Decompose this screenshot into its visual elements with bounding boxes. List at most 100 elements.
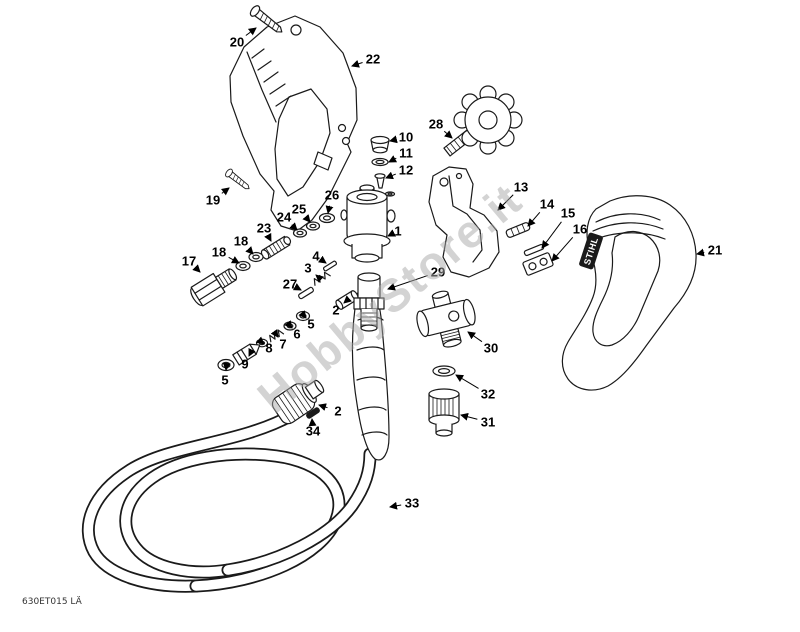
part-label-31: 31: [481, 415, 495, 430]
part-18-washer-a: [248, 251, 264, 263]
part-11-o-ring: [371, 157, 389, 167]
drawing-code: 630ET015 LÄ: [22, 596, 83, 607]
part-label-33: 33: [405, 496, 419, 511]
leader-line-8: [256, 336, 265, 345]
part-label-11: 11: [399, 146, 413, 161]
part-label-13: 13: [514, 180, 528, 195]
leader-line-22: [351, 59, 363, 68]
part-label-32: 32: [481, 387, 495, 402]
part-10-cap: [370, 135, 390, 154]
leader-line-25: [302, 214, 311, 223]
part-5-o-ring-lower: [217, 358, 235, 372]
part-23-nozzle: [260, 235, 292, 260]
part-label-12: 12: [399, 163, 413, 178]
leader-line-24: [289, 222, 298, 231]
part-27-pin: [298, 286, 314, 300]
stihl-badge: [579, 232, 603, 270]
part-20-screw: [249, 5, 283, 33]
part-label-6: 6: [293, 327, 300, 342]
leader-line-10: [389, 135, 398, 144]
part-label-15: 15: [561, 206, 575, 221]
part-label-26: 26: [325, 188, 339, 203]
leader-line-27: [292, 283, 302, 291]
leader-line-7: [270, 328, 279, 338]
part-label-7: 7: [279, 337, 286, 352]
leader-line-5: [298, 310, 307, 319]
leader-line-9: [248, 347, 256, 357]
leader-line-11: [388, 155, 398, 163]
part-16-clamp: [522, 252, 554, 276]
part-label-28: 28: [429, 117, 443, 132]
leader-line-20: [245, 27, 257, 36]
leader-line-23: [264, 232, 272, 242]
part-19-screw: [225, 168, 250, 190]
leader-line-17: [192, 264, 201, 273]
part-label-21: 21: [708, 243, 722, 258]
leader-line-13: [497, 194, 514, 211]
part-33-high-pressure-hose: [81, 408, 377, 593]
part-2-coupling-nut: [271, 379, 325, 425]
part-label-22: 22: [366, 52, 380, 67]
part-label-18: 18: [212, 245, 226, 260]
part-label-9: 9: [241, 357, 248, 372]
part-24-washer: [292, 228, 308, 238]
part-label-17: 17: [182, 254, 196, 269]
part-15-pin: [523, 243, 545, 257]
part-label-4: 4: [312, 249, 320, 264]
leader-line-32: [455, 374, 479, 389]
part-32-o-ring: [432, 365, 456, 377]
leader-line-12: [385, 171, 396, 180]
part-label-23: 23: [257, 221, 271, 236]
part-label-14: 14: [540, 197, 555, 212]
part-3-spring: [313, 271, 331, 286]
part-label-20: 20: [230, 35, 244, 50]
part-28-regulation-knob: [443, 85, 523, 157]
part-1-valve-body: [340, 184, 396, 263]
leader-line-26: [325, 205, 334, 214]
part-label-10: 10: [399, 130, 413, 145]
part-31-coupling: [428, 388, 460, 437]
leader-line-31: [460, 412, 478, 421]
part-25-washer: [305, 221, 321, 231]
leader-line-33: [389, 501, 402, 510]
part-4-pin: [322, 260, 338, 272]
part-label-2: 2: [332, 303, 339, 318]
part-14-pin: [505, 222, 531, 238]
leader-line-18: [245, 246, 254, 255]
leader-line-18: [228, 256, 240, 264]
part-label-2: 2: [334, 404, 341, 419]
part-label-27: 27: [283, 277, 297, 292]
leader-line-28: [443, 130, 453, 139]
part-label-5: 5: [221, 373, 228, 388]
leader-line-4: [317, 255, 327, 264]
leader-line-2: [318, 403, 328, 411]
leader-line-19: [220, 187, 230, 196]
part-label-18: 18: [234, 234, 248, 249]
part-label-5: 5: [307, 317, 314, 332]
part-label-19: 19: [206, 193, 220, 208]
part-label-34: 34: [306, 424, 321, 439]
part-label-3: 3: [304, 261, 311, 276]
leader-line-15: [541, 221, 562, 249]
leader-line-29: [387, 275, 428, 291]
part-13-holder: [428, 166, 500, 278]
part-label-30: 30: [484, 341, 498, 356]
part-label-1: 1: [394, 224, 401, 239]
part-label-29: 29: [431, 265, 445, 280]
part-30-valve-block: [416, 290, 476, 348]
part-26-nut: [318, 212, 336, 224]
part-label-24: 24: [277, 210, 292, 225]
leader-line-14: [527, 211, 541, 227]
part-label-16: 16: [573, 222, 587, 237]
part-label-8: 8: [265, 341, 272, 356]
leader-line-16: [551, 236, 574, 262]
part-17-coupling: [190, 268, 238, 307]
leader-line-21: [696, 248, 705, 257]
leader-line-30: [467, 331, 483, 343]
leader-line-6: [284, 320, 293, 329]
part-21-handle: STIHL: [561, 195, 697, 391]
part-18-washer-b: [235, 260, 251, 272]
